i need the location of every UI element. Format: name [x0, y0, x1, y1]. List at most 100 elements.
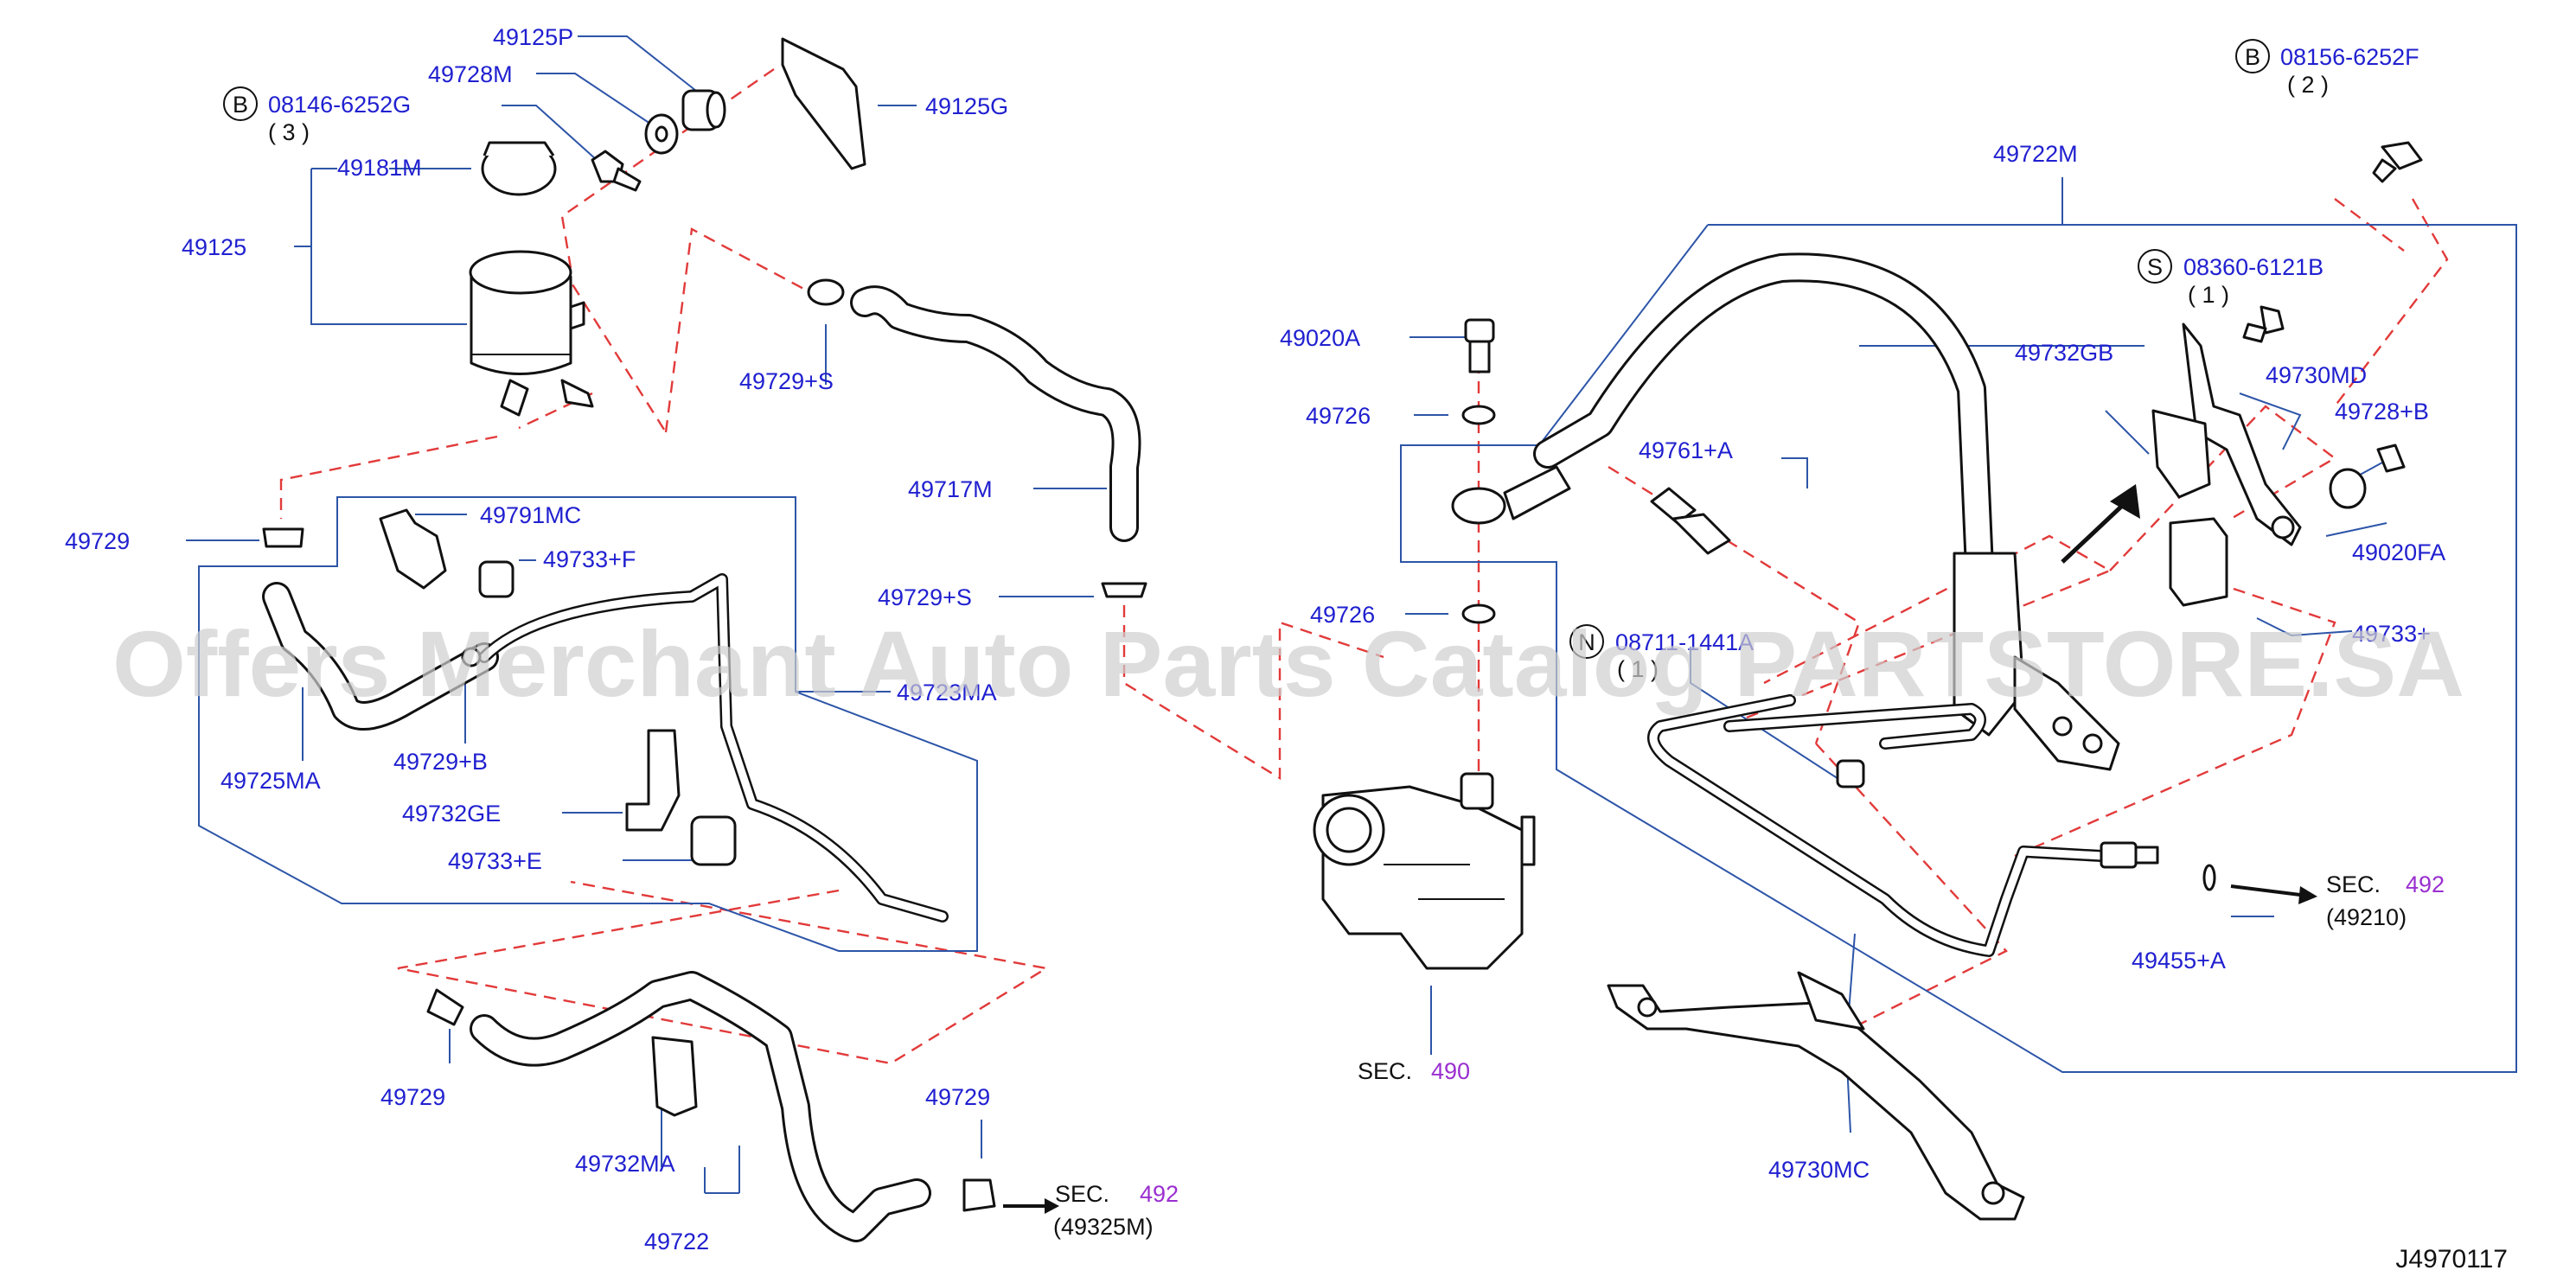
- watermark-text: Offers Merchant Auto Parts Catalog PARTS…: [112, 611, 2464, 716]
- callout-qty: ( 2 ): [2287, 72, 2329, 98]
- connector-49791mc: [379, 508, 447, 590]
- bracket-49732ma: [651, 1036, 698, 1117]
- bracket-49730mc: [1607, 971, 2025, 1221]
- callout-code: 08156-6252F: [2280, 44, 2419, 70]
- switch-49761a: [1650, 487, 1731, 555]
- label-49732GE[interactable]: 49732GE: [402, 801, 501, 827]
- callout-08156[interactable]: B 08156-6252F ( 2 ): [2235, 39, 2419, 98]
- sec-ref-492-bottom[interactable]: SEC. 492 (49325M): [1053, 1181, 1179, 1240]
- callout-qty: ( 1 ): [1617, 656, 1659, 682]
- clamp-49729s-bottom: [1101, 582, 1147, 598]
- sec-ref-492-right[interactable]: SEC. 492 (49210): [2326, 871, 2445, 930]
- pipe-return: [1647, 694, 2159, 957]
- label-49020A[interactable]: 49020A: [1280, 325, 1360, 351]
- label-49733F[interactable]: 49733+F: [543, 546, 636, 572]
- callout-08146[interactable]: B 08146-6252G ( 3 ): [223, 86, 411, 145]
- callout-code: 08711-1441A: [1615, 629, 1754, 655]
- pump-sec490: [1313, 772, 1536, 970]
- label-49125[interactable]: 49125: [182, 234, 246, 260]
- sec-prefix: SEC.: [1055, 1181, 1109, 1207]
- callout-qty: ( 3 ): [268, 119, 310, 145]
- hose-49722m: [1451, 252, 2025, 737]
- label-49722[interactable]: 49722: [644, 1229, 709, 1254]
- label-49728B[interactable]: 49728+B: [2335, 399, 2429, 424]
- washer-49728m: [644, 113, 679, 155]
- bracket-49125g: [781, 37, 866, 170]
- bracket-49730md: [2182, 322, 2302, 546]
- label-49732GB[interactable]: 49732GB: [2015, 340, 2113, 366]
- label-49726-top[interactable]: 49726: [1306, 403, 1371, 429]
- label-49733-right[interactable]: 49733+: [2352, 621, 2431, 647]
- grommet-49733-right: [2169, 517, 2228, 607]
- diagram-id: J4970117: [2395, 1245, 2508, 1273]
- bolt-49020a: [1464, 318, 1495, 373]
- grommet-49125p: [681, 89, 726, 131]
- sec-number: 492: [1140, 1181, 1179, 1207]
- label-49732MA[interactable]: 49732MA: [575, 1151, 675, 1177]
- part-labels: 49125P 49728M 49125G 49181M 49125 49729+…: [65, 24, 2445, 1254]
- washer-49726-top: [1461, 405, 1496, 425]
- label-49726-bottom[interactable]: 49726: [1310, 602, 1375, 628]
- label-49728M[interactable]: 49728M: [428, 61, 513, 87]
- label-49733E[interactable]: 49733+E: [448, 848, 542, 874]
- sec-number: 490: [1431, 1058, 1470, 1084]
- bolt-08156: [2372, 141, 2423, 183]
- oring-49455a: [2202, 864, 2216, 891]
- label-49730MC[interactable]: 49730MC: [1768, 1157, 1870, 1183]
- label-49729-lower2[interactable]: 49729: [925, 1084, 990, 1110]
- label-49125G[interactable]: 49125G: [925, 93, 1008, 119]
- bolt-08360: [2242, 305, 2285, 343]
- hose-49722: [470, 971, 931, 1242]
- sec-prefix: SEC.: [1358, 1058, 1412, 1084]
- callout-08360[interactable]: S 08360-6121B ( 1 ): [2138, 249, 2324, 308]
- reservoir-tank: [469, 141, 594, 417]
- clamp-49729s-top: [807, 278, 845, 306]
- label-49729S-bottom[interactable]: 49729+S: [878, 584, 972, 610]
- sec-prefix: SEC.: [2326, 871, 2381, 897]
- label-49725MA[interactable]: 49725MA: [221, 768, 321, 794]
- label-49723MA[interactable]: 49723MA: [897, 680, 997, 705]
- grommet-49733e: [690, 815, 737, 866]
- label-49729-left[interactable]: 49729: [65, 528, 130, 554]
- label-49729B[interactable]: 49729+B: [393, 749, 488, 775]
- clamp-49729-left: [262, 527, 304, 548]
- label-49730MD[interactable]: 49730MD: [2266, 362, 2367, 388]
- arrow-sec492-right: [2230, 884, 2317, 904]
- label-49125P[interactable]: 49125P: [493, 24, 573, 50]
- label-49181M[interactable]: 49181M: [337, 155, 422, 181]
- arrow-sec492-bottom: [1003, 1198, 1059, 1214]
- bolt-08146: [591, 150, 642, 192]
- label-49722M[interactable]: 49722M: [1993, 141, 2078, 167]
- sec-number: 492: [2406, 871, 2445, 897]
- bracket-49732ge: [625, 729, 681, 832]
- bracket-49730-top: [2013, 655, 2120, 771]
- label-49455A[interactable]: 49455+A: [2132, 948, 2226, 973]
- label-49729-lower[interactable]: 49729: [380, 1084, 445, 1110]
- callout-qty: ( 1 ): [2188, 282, 2229, 308]
- grommet-49020fa: [2329, 468, 2367, 509]
- clamp-49729b: [461, 647, 482, 667]
- callout-letter: B: [2245, 44, 2260, 70]
- callout-letter: S: [2147, 254, 2163, 280]
- label-49729S-top[interactable]: 49729+S: [739, 368, 834, 394]
- bolt-49728b: [2376, 444, 2406, 473]
- label-49020FA[interactable]: 49020FA: [2352, 539, 2445, 565]
- callout-code: 08360-6121B: [2183, 254, 2324, 280]
- arrow-direction: [2061, 484, 2140, 564]
- grommet-49733f: [478, 560, 515, 598]
- nut-08711: [1836, 759, 1865, 788]
- hose-49717m: [850, 285, 1141, 542]
- washer-49726-bottom: [1461, 603, 1496, 624]
- callout-letter: N: [1578, 629, 1595, 655]
- sec-sub: (49210): [2326, 904, 2407, 930]
- label-49761A[interactable]: 49761+A: [1639, 437, 1733, 463]
- callout-letter: B: [233, 92, 248, 118]
- callout-08711[interactable]: N 08711-1441A ( 1 ): [1569, 624, 1754, 682]
- sec-sub: (49325M): [1053, 1214, 1154, 1240]
- label-49717M[interactable]: 49717M: [908, 476, 993, 502]
- sec-ref-490[interactable]: SEC. 490: [1358, 1058, 1470, 1084]
- pipe-49723ma: [478, 573, 949, 922]
- label-49791MC[interactable]: 49791MC: [480, 502, 581, 528]
